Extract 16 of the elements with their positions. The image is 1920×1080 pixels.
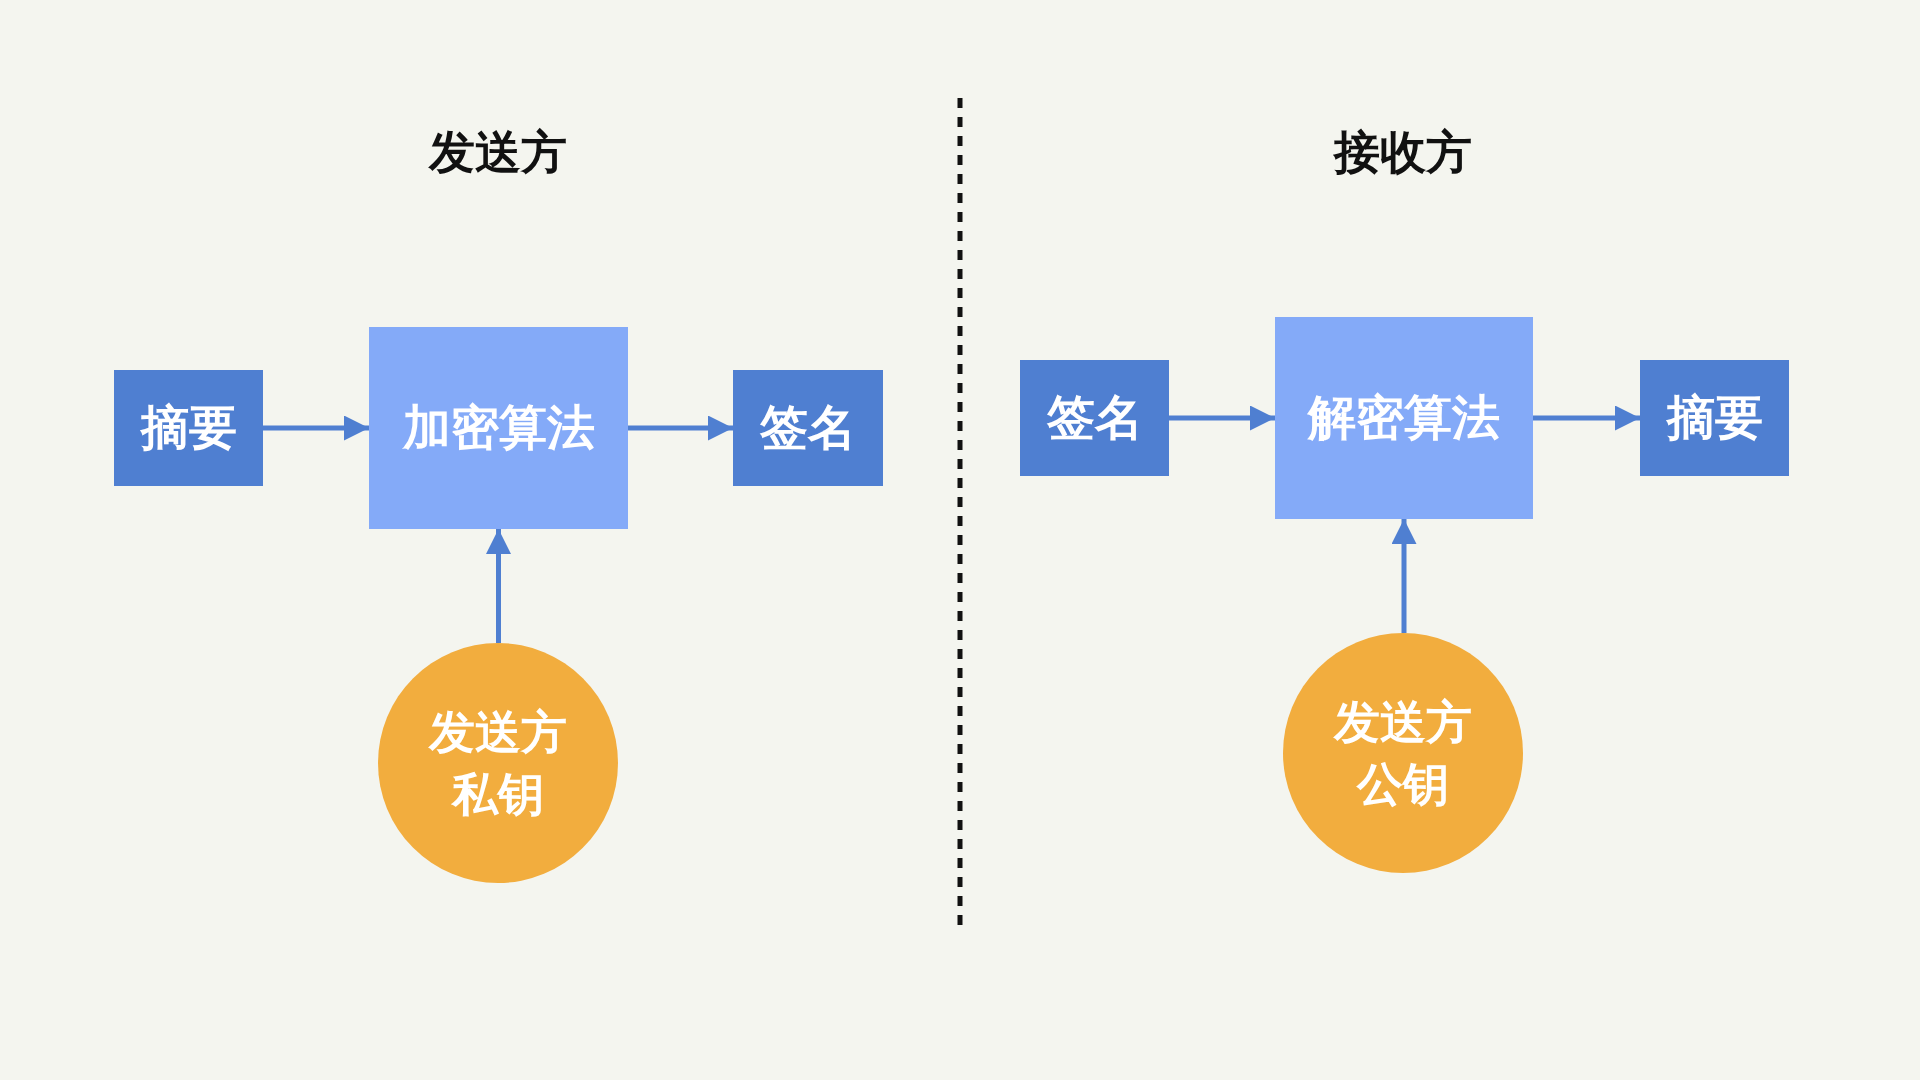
data-box: 签名	[733, 370, 883, 486]
algorithm-box: 解密算法	[1275, 317, 1533, 519]
column-heading: 发送方	[429, 124, 567, 181]
arrow	[1533, 405, 1640, 431]
data-box: 摘要	[114, 370, 263, 486]
key-circle: 发送方私钥	[378, 643, 618, 883]
arrow	[1391, 519, 1417, 633]
data-box: 摘要	[1640, 360, 1789, 476]
arrow	[1169, 405, 1275, 431]
arrow	[486, 529, 511, 643]
column-heading: 接收方	[1334, 124, 1472, 181]
algorithm-box: 加密算法	[369, 327, 628, 529]
key-circle: 发送方公钥	[1283, 633, 1523, 873]
data-box: 签名	[1020, 360, 1169, 476]
arrow	[263, 415, 369, 441]
arrow	[628, 415, 733, 441]
